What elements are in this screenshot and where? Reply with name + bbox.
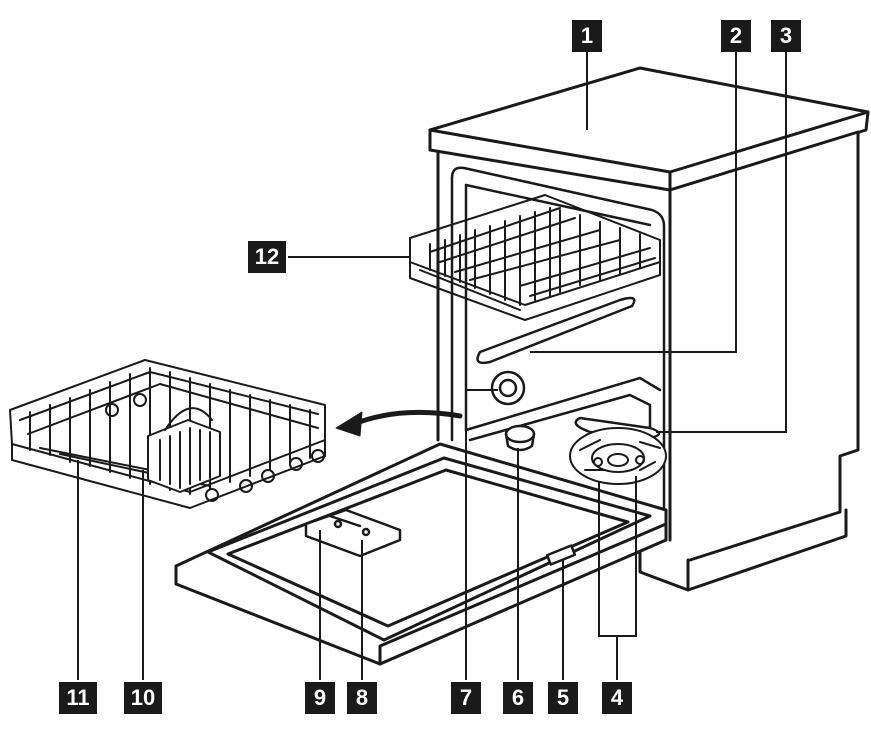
leader-lines	[77, 52, 787, 680]
salt-container-lid	[504, 424, 536, 452]
callout-4: 4	[602, 682, 632, 714]
cutlery-basket	[147, 407, 221, 493]
filter-assembly	[569, 427, 667, 485]
leader-2	[530, 52, 737, 353]
upper-spray-arm	[476, 296, 636, 365]
upper-rack	[409, 194, 661, 321]
callout-8: 8	[347, 682, 377, 714]
callout-6: 6	[503, 682, 533, 714]
door-latch	[545, 544, 577, 566]
upper-spray-nozzle	[490, 370, 526, 406]
door	[174, 442, 668, 666]
callout-12: 12	[248, 241, 286, 273]
callout-5: 5	[548, 682, 578, 714]
leader-7	[465, 389, 498, 680]
callout-7: 7	[451, 682, 481, 714]
removal-arrow	[335, 409, 463, 437]
cabinet	[428, 66, 870, 592]
callout-10: 10	[124, 682, 162, 714]
callout-2: 2	[721, 20, 751, 52]
callout-3: 3	[771, 20, 801, 52]
callout-11: 11	[59, 682, 97, 714]
leader-3	[656, 52, 787, 433]
callout-1: 1	[572, 20, 602, 52]
callout-9: 9	[305, 682, 335, 714]
detergent-dispenser	[304, 508, 402, 558]
